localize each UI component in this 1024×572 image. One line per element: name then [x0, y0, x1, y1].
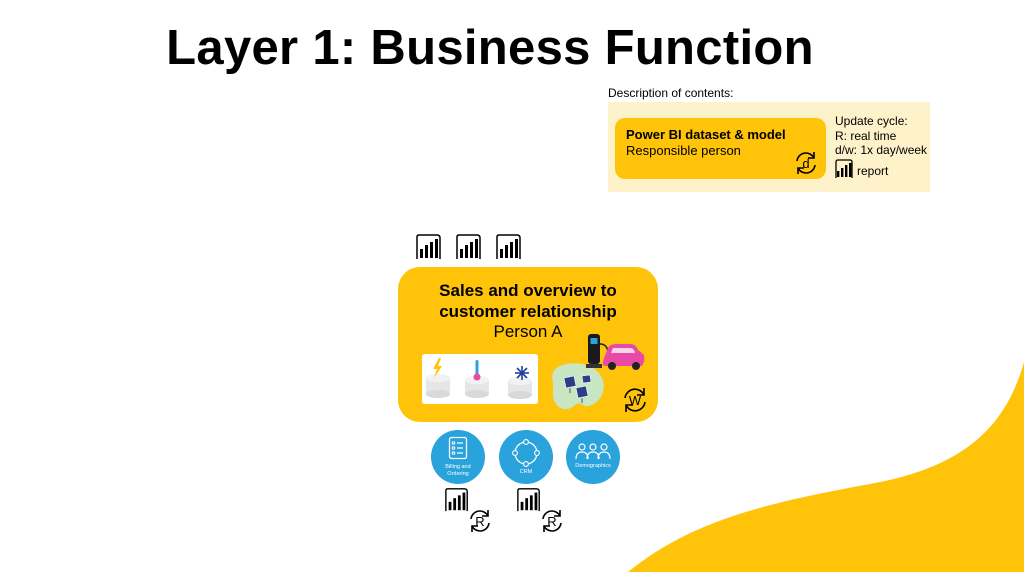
ev-charging-icon [586, 334, 645, 370]
source-badge-letter: R [475, 514, 484, 529]
dataset-title-line-2: customer relationship [439, 302, 617, 321]
main-badge-letter: W [629, 393, 642, 408]
source-label: Ordering [447, 471, 469, 477]
source-label: Billing and [445, 464, 471, 470]
source-crm[interactable]: CRM [499, 430, 553, 484]
legend-dataset-card: Power BI dataset & model Responsible per… [615, 118, 826, 179]
legend-badge-letter: d [802, 156, 809, 171]
legend-card-title: Power BI dataset & model [626, 127, 786, 142]
powerbi-report-icon [517, 488, 540, 512]
dataset-title-line-1: Sales and overview to [439, 281, 617, 300]
legend-caption: Description of contents: [608, 86, 734, 100]
refresh-daily-icon: d [796, 152, 816, 174]
update-cycle-label: Update cycle: [835, 114, 908, 128]
source-label: CRM [519, 469, 533, 475]
powerbi-report-icon [835, 159, 853, 178]
legend-card-subtitle: Responsible person [626, 143, 741, 158]
dataset-person: Person A [493, 322, 563, 341]
powerbi-report-icon [445, 488, 468, 512]
source-demographics[interactable]: Demographics [566, 430, 620, 484]
solar-panel-icon [552, 363, 604, 410]
refresh-realtime-icon: R [470, 510, 490, 532]
update-cycle-realtime: R: real time [835, 128, 897, 143]
refresh-weekly-icon: W [624, 388, 646, 412]
dataset-title: Sales and overview to customer relations… [398, 280, 658, 322]
powerbi-report-icon [496, 234, 521, 259]
legend-update-cycle: Update cycle: R: real time d/w: 1x day/w… [835, 114, 927, 158]
source-billing-ordering[interactable]: Billing and Ordering [431, 430, 485, 484]
cooling-icon [508, 366, 532, 399]
source-label: Demographics [575, 463, 611, 469]
temperature-icon [465, 360, 489, 398]
legend-report-label: report [857, 164, 889, 178]
refresh-realtime-icon: R [542, 510, 562, 532]
electricity-icon [426, 358, 450, 398]
source-badge-letter: R [547, 514, 556, 529]
people-icon [575, 443, 611, 460]
powerbi-report-icon [456, 234, 481, 259]
page-title: Layer 1: Business Function [166, 21, 814, 75]
network-icon [512, 439, 540, 467]
powerbi-report-icon [416, 234, 441, 259]
update-cycle-daily: d/w: 1x day/week [835, 143, 928, 157]
list-icon [448, 436, 468, 460]
